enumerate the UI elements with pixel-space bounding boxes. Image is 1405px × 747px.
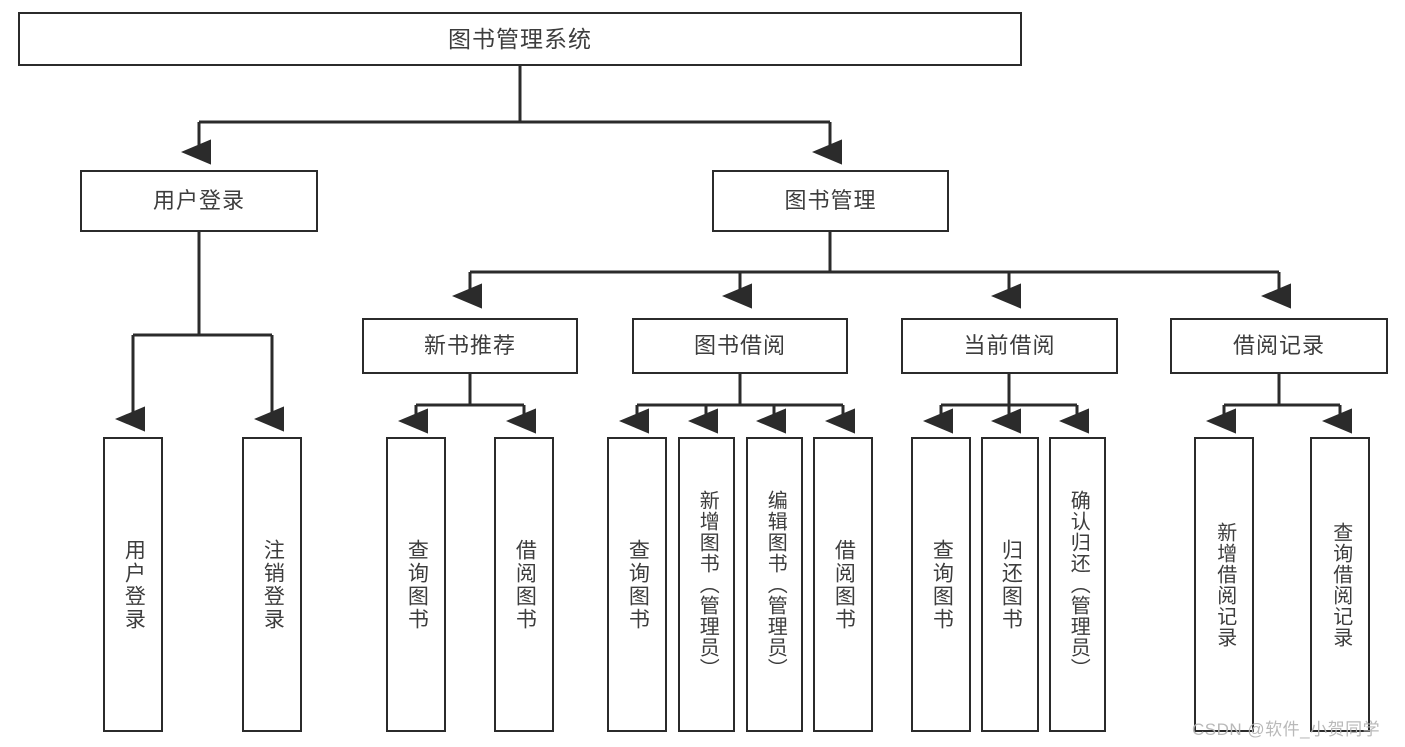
node-leaf-add-book-admin[interactable]: 新增图书（管理员）	[678, 437, 735, 732]
node-leaf-query-book-recommend[interactable]: 查询图书	[386, 437, 446, 732]
node-label: 用户登录	[122, 538, 146, 631]
node-label: 借阅图书	[513, 538, 537, 631]
node-label: 图书管理	[784, 188, 877, 214]
node-label: 用户登录	[152, 188, 245, 214]
node-borrow-record[interactable]: 借阅记录	[1170, 318, 1388, 374]
node-leaf-query-book-current[interactable]: 查询图书	[911, 437, 971, 732]
node-label: 查询图书	[405, 538, 429, 631]
node-label: 确认归还（管理员）	[1067, 490, 1090, 679]
node-label: 编辑图书（管理员）	[764, 490, 787, 679]
node-leaf-edit-book-admin[interactable]: 编辑图书（管理员）	[746, 437, 803, 732]
node-label: 新增借阅记录	[1213, 521, 1236, 648]
node-leaf-query-borrow-record[interactable]: 查询借阅记录	[1310, 437, 1370, 732]
node-leaf-confirm-return-admin[interactable]: 确认归还（管理员）	[1049, 437, 1106, 732]
node-user-login[interactable]: 用户登录	[80, 170, 318, 232]
node-label: 新增图书（管理员）	[696, 490, 719, 679]
node-label: 当前借阅	[963, 333, 1056, 359]
node-label: 新书推荐	[423, 333, 516, 359]
node-label: 借阅图书	[832, 538, 856, 631]
node-label: 查询图书	[930, 538, 954, 631]
node-leaf-user-logout[interactable]: 注销登录	[242, 437, 302, 732]
node-label: 查询图书	[626, 538, 650, 631]
node-current-borrow[interactable]: 当前借阅	[901, 318, 1118, 374]
node-label: 图书管理系统	[448, 25, 592, 52]
node-root-book-management-system[interactable]: 图书管理系统	[18, 12, 1022, 66]
node-leaf-query-book-borrow[interactable]: 查询图书	[607, 437, 667, 732]
node-label: 注销登录	[261, 538, 285, 631]
node-leaf-add-borrow-record[interactable]: 新增借阅记录	[1194, 437, 1254, 732]
node-leaf-borrow-book-recommend[interactable]: 借阅图书	[494, 437, 554, 732]
node-leaf-user-login[interactable]: 用户登录	[103, 437, 163, 732]
node-label: 图书借阅	[693, 333, 786, 359]
node-book-borrow[interactable]: 图书借阅	[632, 318, 848, 374]
node-label: 归还图书	[999, 538, 1023, 631]
node-leaf-return-book[interactable]: 归还图书	[981, 437, 1039, 732]
node-leaf-borrow-book-borrow[interactable]: 借阅图书	[813, 437, 873, 732]
node-book-management[interactable]: 图书管理	[712, 170, 949, 232]
node-label: 借阅记录	[1232, 333, 1325, 359]
csdn-watermark: CSDN @软件_小贺同学	[1192, 720, 1381, 739]
node-label: 查询借阅记录	[1329, 521, 1352, 648]
node-new-book-recommend[interactable]: 新书推荐	[362, 318, 578, 374]
